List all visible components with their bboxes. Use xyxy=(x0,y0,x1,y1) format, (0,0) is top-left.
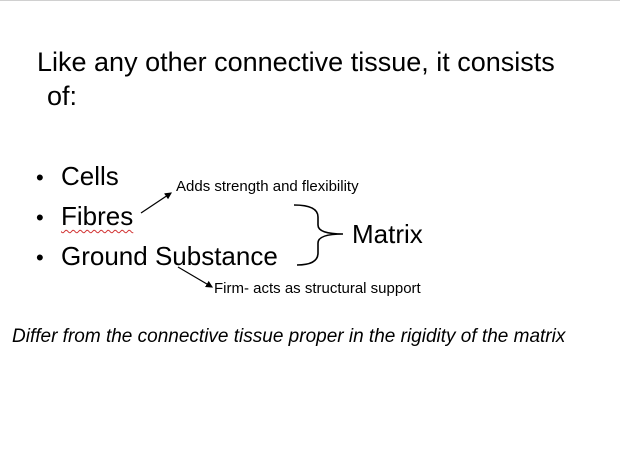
annotation-fibres: Adds strength and flexibility xyxy=(176,178,359,195)
bullet-label-cells: Cells xyxy=(61,161,119,191)
bullet-label-ground-substance: Ground Substance xyxy=(61,241,278,271)
annotation-ground-substance: Firm- acts as structural support xyxy=(214,280,421,297)
footer-note: Differ from the connective tissue proper… xyxy=(12,326,566,347)
right-brace-icon xyxy=(293,204,344,266)
bullet-label-fibres: Fibres xyxy=(61,201,134,231)
bullet-item-ground-substance: • Ground Substance xyxy=(36,236,278,276)
slide-heading: Like any other connective tissue, it con… xyxy=(37,45,597,113)
matrix-label: Matrix xyxy=(352,219,423,249)
bullet-item-cells: • Cells xyxy=(36,156,278,196)
bullet-dot: • xyxy=(36,165,44,190)
bullet-dot: • xyxy=(36,205,44,230)
bullet-list: • Cells • Fibres • Ground Substance xyxy=(36,156,278,276)
bullet-dot: • xyxy=(36,245,44,270)
heading-line-2: of: xyxy=(47,81,78,111)
heading-line-1: Like any other connective tissue, it con… xyxy=(37,47,555,77)
bullet-item-fibres: • Fibres xyxy=(36,196,278,236)
